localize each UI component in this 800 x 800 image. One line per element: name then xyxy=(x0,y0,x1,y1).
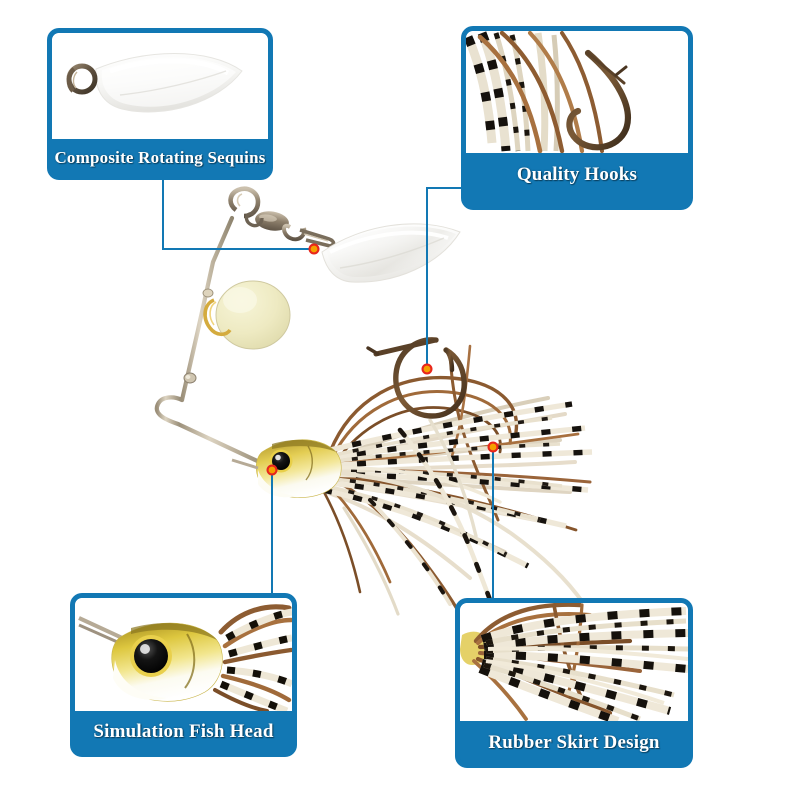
callout-composite-rotating-sequins[interactable]: Composite Rotating Sequins xyxy=(47,28,273,180)
callout-rubber-skirt-design[interactable]: Rubber Skirt Design xyxy=(455,598,693,768)
callout-caption-head: Simulation Fish Head xyxy=(75,711,292,752)
callout-caption-hooks: Quality Hooks xyxy=(466,153,688,195)
callout-photo-sequins xyxy=(52,33,268,139)
callout-photo-skirt xyxy=(460,603,688,721)
callout-quality-hooks[interactable]: Quality Hooks xyxy=(461,26,693,210)
callout-photo-head xyxy=(75,598,292,711)
callout-caption-sequins: Composite Rotating Sequins xyxy=(52,139,268,175)
callout-label-sequins: Composite Rotating Sequins xyxy=(54,147,266,167)
callout-simulation-fish-head[interactable]: Simulation Fish Head xyxy=(70,593,297,757)
callout-photo-hooks xyxy=(466,31,688,153)
callout-label-skirt: Rubber Skirt Design xyxy=(488,731,660,753)
callout-label-head: Simulation Fish Head xyxy=(93,721,274,742)
callout-label-hooks: Quality Hooks xyxy=(516,163,638,185)
callout-caption-skirt: Rubber Skirt Design xyxy=(460,721,688,763)
